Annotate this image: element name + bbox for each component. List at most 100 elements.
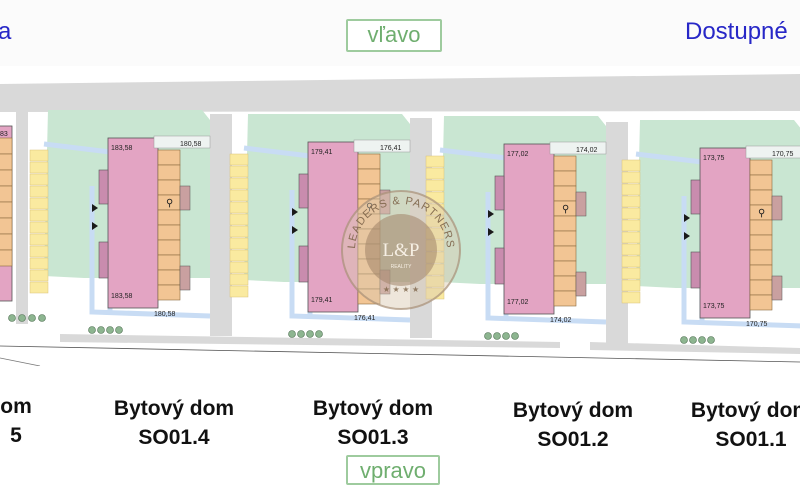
elevation-value: 173,75 (703, 303, 725, 310)
stair-core (179, 185, 191, 211)
parking-space (425, 179, 445, 192)
building-entrance (494, 247, 505, 285)
balcony (553, 170, 577, 187)
accessibility-marker: ⚲ (758, 208, 765, 219)
elevation-value: 83 (0, 131, 8, 138)
balcony (749, 294, 773, 311)
balcony (553, 230, 577, 247)
building-label-so01-1[interactable]: Bytový dom SO01.1 (673, 396, 800, 454)
tree (315, 330, 323, 338)
tree (698, 336, 706, 344)
building-label-line2: SO01.3 (337, 426, 409, 449)
building-label-line1: Bytový dom (690, 399, 800, 422)
balcony (0, 233, 13, 251)
building-label-so01-4[interactable]: Bytový dom SO01.4 (96, 394, 252, 452)
roof-outline (353, 139, 411, 153)
balcony (157, 269, 181, 286)
balcony (357, 288, 381, 305)
parking-space (621, 267, 641, 280)
balcony (0, 201, 13, 219)
tree (493, 332, 501, 340)
nav-right-button[interactable]: vpravo (346, 455, 440, 485)
leaders-partners-watermark: LEADERS & PARTNERS L&P REALITY ★ ★ ★ ★ (341, 190, 461, 310)
building-entrance (298, 245, 309, 283)
accessibility-marker: ⚲ (366, 202, 373, 213)
entrance-marker (684, 232, 690, 240)
building-entrance (98, 241, 109, 279)
stair-core (379, 189, 391, 215)
balcony (157, 164, 181, 181)
parking-space (621, 159, 641, 172)
balcony (357, 153, 381, 170)
parking-space (229, 273, 249, 286)
tree (511, 332, 519, 340)
balcony (0, 169, 13, 187)
tree (115, 326, 123, 334)
balcony (357, 168, 381, 185)
parking-space (425, 167, 445, 180)
parking-space (621, 279, 641, 292)
building-label-line2: SO01.2 (537, 428, 609, 451)
balcony (553, 215, 577, 232)
balcony (157, 284, 181, 301)
watermark-sub: REALITY (391, 264, 413, 270)
entrance-marker (92, 222, 98, 230)
elevation-value: 177,02 (507, 151, 529, 158)
tree (97, 326, 105, 334)
parking-space (229, 225, 249, 238)
elevation-value: 170,75 (746, 321, 768, 328)
stair-core (771, 195, 783, 221)
balcony (749, 174, 773, 191)
access-road (0, 74, 800, 112)
parking-space (229, 201, 249, 214)
parking-space (29, 257, 49, 270)
balcony (749, 159, 773, 176)
balcony (553, 290, 577, 307)
parking-space (229, 237, 249, 250)
elevation-value: 180,58 (154, 311, 176, 318)
balcony (553, 260, 577, 277)
building-entrance (690, 179, 701, 215)
balcony (749, 279, 773, 296)
building-label-partial[interactable]: om 5 (0, 392, 36, 450)
entrance-marker (684, 214, 690, 222)
nav-left-button[interactable]: vľavo (346, 19, 442, 52)
elevation-value: 174,02 (576, 147, 598, 154)
drive-lane (16, 108, 28, 324)
tree (106, 326, 114, 334)
parking-space (229, 189, 249, 202)
building-label-so01-3[interactable]: Bytový dom SO01.3 (295, 394, 451, 452)
building-label-line1: Bytový dom (312, 397, 434, 420)
lot-boundary (0, 345, 800, 363)
parking-space (29, 233, 49, 246)
bottom-road-segment (590, 342, 800, 354)
parking-space (29, 149, 49, 162)
building-entrance (494, 175, 505, 211)
parking-space (229, 177, 249, 190)
tree (297, 330, 305, 338)
tree (28, 314, 36, 322)
balcony (157, 209, 181, 226)
curb-line (0, 357, 41, 366)
parking-space (29, 245, 49, 258)
parking-space (621, 255, 641, 268)
tree (689, 336, 697, 344)
building-label-so01-2[interactable]: Bytový dom SO01.2 (495, 396, 651, 454)
parking-space (621, 243, 641, 256)
building-entrance (298, 173, 309, 209)
building-label-line2: 5 (10, 424, 22, 447)
accessibility-marker: ⚲ (562, 204, 569, 215)
elevation-value: 179,41 (311, 149, 333, 156)
tree (680, 336, 688, 344)
balcony (157, 254, 181, 271)
parking-space (29, 173, 49, 186)
accessibility-marker: ⚲ (166, 198, 173, 209)
building-label-line2: SO01.4 (138, 426, 210, 449)
elevation-value: 183,58 (111, 293, 133, 300)
building-label-line1: Bytový dom (512, 399, 634, 422)
parking-space (425, 275, 445, 288)
building-footprint (699, 147, 751, 319)
parking-space (425, 191, 445, 204)
header-right-fragment: Dostupné (685, 18, 788, 45)
tree (88, 326, 96, 334)
